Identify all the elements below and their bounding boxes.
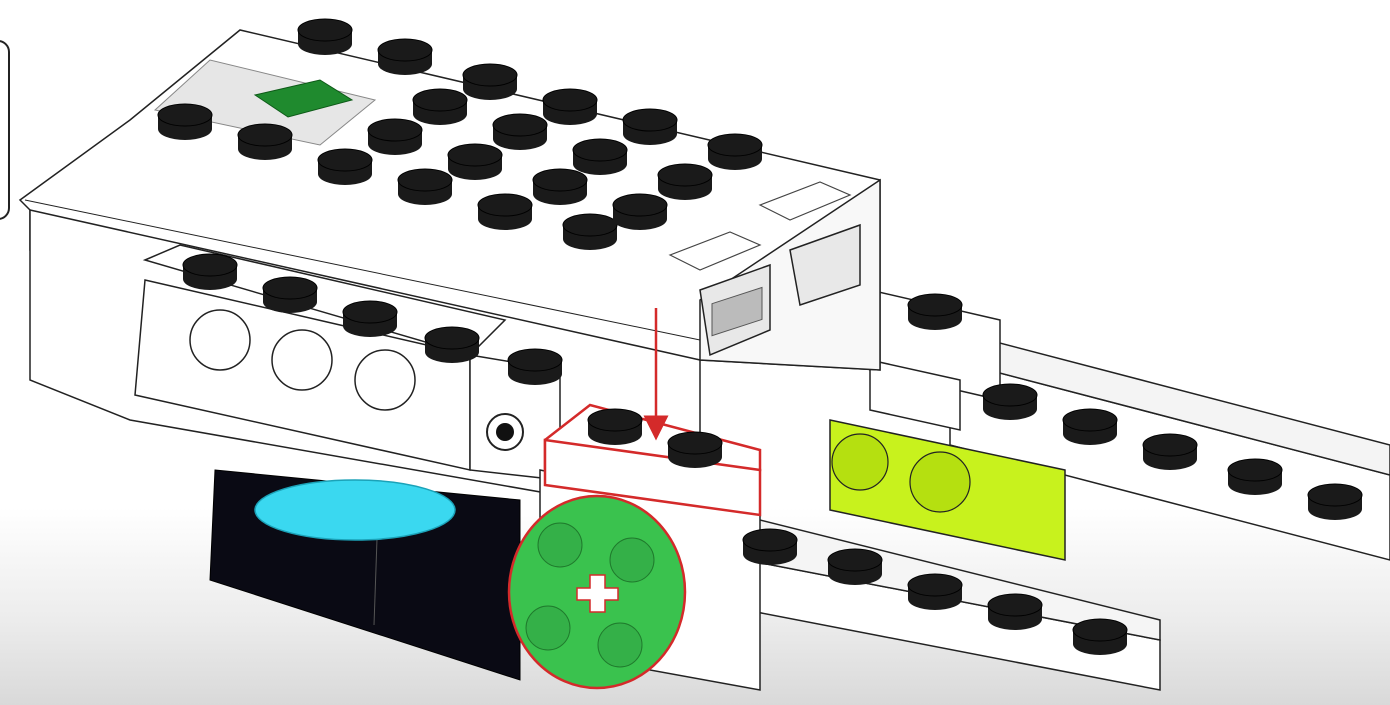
stud [157,103,213,140]
stud [707,133,763,170]
stud [1307,483,1363,520]
stud [262,276,318,313]
stud [987,593,1043,630]
stud [742,528,798,565]
motor [209,469,521,681]
stud [612,193,668,230]
stud [572,138,628,175]
stud [367,118,423,155]
stud [1142,433,1198,470]
stud [657,163,713,200]
stud [447,143,503,180]
hub-led [253,79,354,118]
stud [377,38,433,75]
stud [622,108,678,145]
stud [397,168,453,205]
stud [317,148,373,185]
stud [907,293,963,330]
stud [542,88,598,125]
stud [477,193,533,230]
round-plate-2x2-new [507,494,687,690]
stud [1227,458,1283,495]
stud [297,18,353,55]
stud [907,573,963,610]
lime-brick [829,419,1066,561]
stud [1072,618,1128,655]
stud [412,88,468,125]
connector-brick [869,289,1001,431]
stud [982,383,1038,420]
stud [237,123,293,160]
stud [462,63,518,100]
stud [492,113,548,150]
stud [587,408,643,445]
stud [532,168,588,205]
stud [667,431,723,468]
stud [827,548,883,585]
stud [562,213,618,250]
stud [424,326,480,363]
port-connectors [668,181,861,357]
stud [342,300,398,337]
stud [182,253,238,290]
stud [507,348,563,385]
stud [1062,408,1118,445]
